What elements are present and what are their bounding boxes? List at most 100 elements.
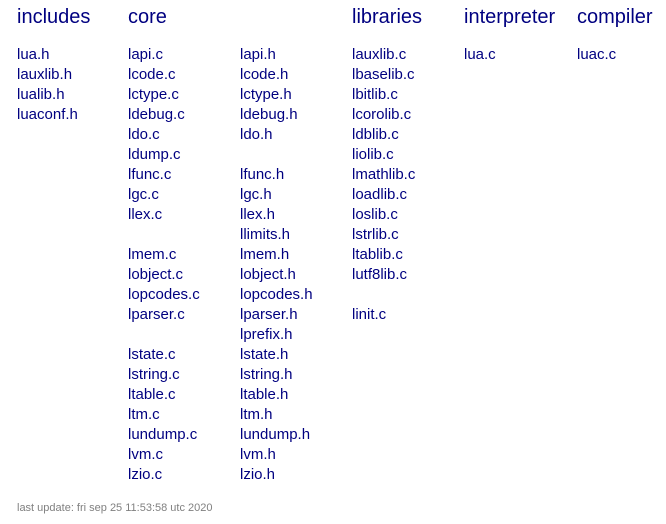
file-link[interactable]: luac.c [577, 46, 617, 63]
file-link[interactable]: lapi.h [240, 46, 276, 63]
file-link[interactable]: lcode.c [128, 66, 176, 83]
file-link[interactable]: lprefix.h [240, 326, 293, 343]
list-item: ldebug.h [240, 105, 313, 125]
file-link[interactable]: ltable.c [128, 386, 176, 403]
file-link[interactable]: ltablib.c [352, 246, 403, 263]
file-link[interactable]: ldo.h [240, 126, 273, 143]
file-link[interactable]: lopcodes.c [128, 286, 200, 303]
heading-core: core [128, 6, 167, 28]
list-item: lgc.c [128, 185, 200, 205]
file-link[interactable]: loslib.c [352, 206, 398, 223]
file-link[interactable]: lundump.h [240, 426, 311, 443]
list-item: lprefix.h [240, 325, 313, 345]
file-link[interactable]: lstate.c [128, 346, 176, 363]
file-link[interactable]: lcode.h [240, 66, 289, 83]
list-item: lmathlib.c [352, 165, 415, 185]
file-link[interactable]: lzio.c [128, 466, 163, 483]
list-item: lfunc.c [128, 165, 200, 185]
file-link[interactable]: ltm.h [240, 406, 273, 423]
file-link[interactable]: lstate.h [240, 346, 289, 363]
file-link[interactable]: lapi.c [128, 46, 164, 63]
file-link[interactable]: lctype.h [240, 86, 292, 103]
file-link[interactable]: ldebug.c [128, 106, 185, 123]
file-link[interactable]: ldump.c [128, 146, 181, 163]
file-link[interactable]: lzio.h [240, 466, 276, 483]
file-link[interactable]: lobject.c [128, 266, 184, 283]
file-link[interactable]: lstring.h [240, 366, 293, 383]
file-link[interactable]: lfunc.h [240, 166, 285, 183]
file-link[interactable]: liolib.c [352, 146, 394, 163]
file-link[interactable]: lauxlib.h [17, 66, 73, 83]
file-link[interactable]: lctype.c [128, 86, 179, 103]
file-link[interactable]: lmem.h [240, 246, 290, 263]
file-link[interactable]: lmathlib.c [352, 166, 416, 183]
file-link[interactable]: lvm.c [128, 446, 163, 463]
list-item: ltable.c [128, 385, 200, 405]
file-link[interactable]: lauxlib.c [352, 46, 407, 63]
file-link[interactable]: lparser.h [240, 306, 298, 323]
list-item: lbaselib.c [352, 65, 415, 85]
list-spacer [240, 145, 313, 165]
file-link[interactable]: lgc.h [240, 186, 272, 203]
libraries-list: lauxlib.c lbaselib.c lbitlib.c lcorolib.c ld… [352, 45, 415, 325]
file-link[interactable]: ltm.c [128, 406, 160, 423]
list-item: lcode.h [240, 65, 313, 85]
file-link[interactable]: lbaselib.c [352, 66, 415, 83]
file-link[interactable]: lualib.h [17, 86, 65, 103]
list-item: lua.h [17, 45, 78, 65]
list-item: lmem.h [240, 245, 313, 265]
file-link[interactable]: ldblib.c [352, 126, 399, 143]
list-item: ltm.c [128, 405, 200, 425]
file-link[interactable]: linit.c [352, 306, 387, 323]
list-item: ldo.h [240, 125, 313, 145]
file-link[interactable]: lparser.c [128, 306, 185, 323]
last-update-text: last update: fri sep 25 11:53:58 utc 202… [17, 502, 213, 514]
file-link[interactable]: llex.c [128, 206, 163, 223]
file-link[interactable]: ltable.h [240, 386, 289, 403]
list-item: ldo.c [128, 125, 200, 145]
file-link[interactable]: ldebug.h [240, 106, 298, 123]
list-item: lvm.c [128, 445, 200, 465]
list-spacer [128, 225, 200, 245]
file-link[interactable]: lstring.c [128, 366, 180, 383]
list-item: lauxlib.c [352, 45, 415, 65]
file-link[interactable]: llimits.h [240, 226, 291, 243]
list-item: lzio.c [128, 465, 200, 485]
core-h-list: lapi.h lcode.h lctype.h ldebug.h ldo.h lfunc.… [240, 45, 313, 485]
file-link[interactable]: llex.h [240, 206, 276, 223]
list-item: lparser.h [240, 305, 313, 325]
file-link[interactable]: lopcodes.h [240, 286, 313, 303]
file-link[interactable]: lobject.h [240, 266, 296, 283]
file-link[interactable]: luaconf.h [17, 106, 78, 123]
list-item: lstring.c [128, 365, 200, 385]
list-item: lvm.h [240, 445, 313, 465]
file-link[interactable]: lutf8lib.c [352, 266, 408, 283]
file-link[interactable]: lua.h [17, 46, 50, 63]
list-item: lparser.c [128, 305, 200, 325]
list-item: lobject.h [240, 265, 313, 285]
file-link[interactable]: lvm.h [240, 446, 276, 463]
file-link[interactable]: loadlib.c [352, 186, 408, 203]
file-link[interactable]: lfunc.c [128, 166, 172, 183]
list-item: liolib.c [352, 145, 415, 165]
file-link[interactable]: lbitlib.c [352, 86, 398, 103]
file-link[interactable]: lcorolib.c [352, 106, 412, 123]
list-item: luac.c [577, 45, 616, 65]
file-link[interactable]: lundump.c [128, 426, 198, 443]
file-link[interactable]: lua.c [464, 46, 496, 63]
heading-interpreter: interpreter [464, 6, 556, 28]
includes-list: lua.h lauxlib.h lualib.h luaconf.h [17, 45, 78, 125]
compiler-list: luac.c [577, 45, 616, 65]
list-item: lstate.c [128, 345, 200, 365]
list-item: loadlib.c [352, 185, 415, 205]
list-item: lstate.h [240, 345, 313, 365]
file-link[interactable]: ldo.c [128, 126, 160, 143]
list-item: lua.c [464, 45, 496, 65]
file-link[interactable]: lmem.c [128, 246, 177, 263]
list-item: lauxlib.h [17, 65, 78, 85]
list-item: lapi.c [128, 45, 200, 65]
list-item: lopcodes.c [128, 285, 200, 305]
file-link[interactable]: lgc.c [128, 186, 159, 203]
core-c-list: lapi.c lcode.c lctype.c ldebug.c ldo.c ldump.… [128, 45, 200, 485]
file-link[interactable]: lstrlib.c [352, 226, 399, 243]
